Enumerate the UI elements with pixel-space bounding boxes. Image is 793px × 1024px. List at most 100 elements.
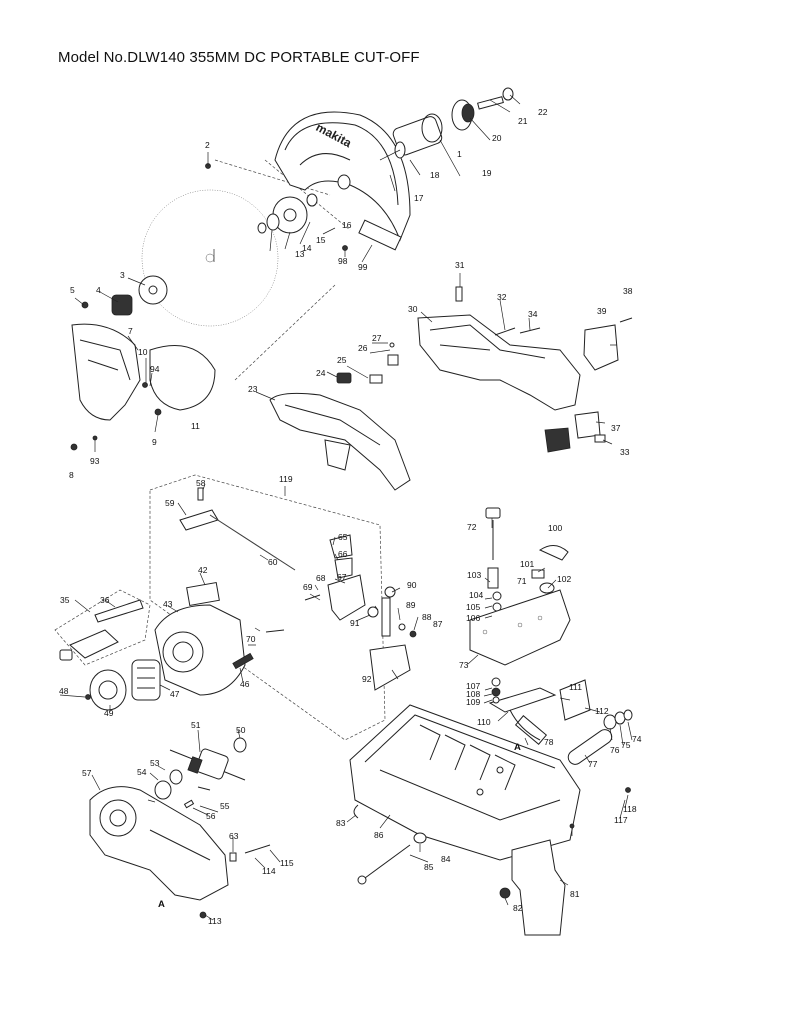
callout-115: 115	[280, 858, 294, 868]
callout-a-gear: A	[158, 899, 165, 910]
callout-75: 75	[621, 740, 631, 750]
callout-54: 54	[137, 767, 147, 777]
callout-93: 93	[90, 456, 100, 466]
callout-88: 88	[422, 612, 432, 622]
callout-4: 4	[96, 285, 101, 295]
callout-43: 43	[163, 599, 173, 609]
callout-35: 35	[60, 595, 70, 605]
callout-82: 82	[513, 903, 523, 913]
shaft-lock-parts	[179, 487, 417, 691]
callout-92: 92	[362, 674, 372, 684]
callout-37: 37	[611, 423, 621, 433]
callout-68: 68	[316, 573, 326, 583]
callout-24: 24	[316, 368, 326, 378]
leader-lines	[59, 94, 633, 921]
callout-74: 74	[632, 734, 642, 744]
callout-33: 33	[620, 447, 630, 457]
callout-51: 51	[191, 720, 201, 730]
callout-55: 55	[220, 801, 230, 811]
callout-30: 30	[408, 304, 418, 314]
callout-42: 42	[198, 565, 208, 575]
callout-90: 90	[407, 580, 417, 590]
brush-set	[54, 589, 151, 666]
callout-9: 9	[152, 437, 157, 447]
callout-26: 26	[358, 343, 368, 353]
callout-20: 20	[492, 133, 502, 143]
callout-46: 46	[240, 679, 250, 689]
callout-48: 48	[59, 686, 69, 696]
callout-39: 39	[597, 306, 607, 316]
callout-25: 25	[337, 355, 347, 365]
callout-36: 36	[100, 595, 110, 605]
callout-a-base: A	[514, 742, 521, 753]
model-title: Model No.DLW140 355MM DC PORTABLE CUT-OF…	[58, 49, 420, 66]
motor-housing	[85, 581, 285, 711]
callout-47: 47	[170, 689, 180, 699]
callout-84: 84	[441, 854, 451, 864]
callout-69: 69	[303, 582, 313, 592]
callout-117: 117	[614, 815, 628, 825]
callout-87: 87	[433, 619, 443, 629]
callout-113: 113	[208, 916, 222, 926]
callout-81: 81	[570, 889, 580, 899]
callout-50: 50	[236, 725, 246, 735]
callout-94: 94	[150, 364, 160, 374]
callout-59: 59	[165, 498, 175, 508]
callout-10: 10	[138, 347, 148, 357]
callout-8: 8	[69, 470, 74, 480]
callout-17: 17	[414, 193, 424, 203]
callout-22: 22	[538, 107, 548, 117]
handle-set	[417, 286, 633, 453]
callout-53: 53	[150, 758, 160, 768]
callout-15: 15	[316, 235, 326, 245]
callout-72: 72	[467, 522, 477, 532]
saw-blade	[141, 189, 279, 327]
callout-34: 34	[528, 309, 538, 319]
callout-118: 118	[623, 804, 637, 814]
callout-60: 60	[268, 557, 278, 567]
callout-65: 65	[338, 532, 348, 542]
callout-71: 71	[517, 576, 527, 586]
callout-100: 100	[548, 523, 562, 533]
callout-107: 107	[466, 681, 480, 691]
callout-27: 27	[372, 333, 382, 343]
callout-63: 63	[229, 831, 239, 841]
callout-31: 31	[455, 260, 465, 270]
callout-67: 67	[337, 572, 347, 582]
callout-70: 70	[246, 634, 256, 644]
callout-19: 19	[482, 168, 492, 178]
callout-101: 101	[520, 559, 534, 569]
callout-108: 108	[466, 689, 480, 699]
base	[349, 704, 581, 861]
callout-labels: 1 2 3 4 5 7 8 9 10 11 13 14 15 16 17 18 …	[59, 107, 642, 926]
armature	[154, 737, 247, 809]
callout-91: 91	[350, 618, 360, 628]
callout-7: 7	[128, 326, 133, 336]
assembly-lines-top	[214, 159, 351, 381]
callout-1: 1	[457, 149, 462, 159]
callout-98: 98	[338, 256, 348, 266]
callout-5: 5	[70, 285, 75, 295]
grip-23	[269, 392, 411, 491]
callout-2: 2	[205, 140, 210, 150]
callout-78: 78	[544, 737, 554, 747]
callout-111: 111	[569, 682, 582, 692]
callout-85: 85	[424, 862, 434, 872]
callout-32: 32	[497, 292, 507, 302]
callout-38: 38	[623, 286, 633, 296]
callout-16: 16	[342, 220, 352, 230]
callout-110: 110	[477, 717, 491, 727]
bearing-assembly	[392, 87, 514, 159]
callout-89: 89	[406, 600, 416, 610]
callout-66: 66	[338, 549, 348, 559]
callout-49: 49	[104, 708, 114, 718]
callout-104: 104	[469, 590, 483, 600]
callout-109: 109	[466, 697, 480, 707]
callout-99: 99	[358, 262, 368, 272]
callout-83: 83	[336, 818, 346, 828]
callout-14: 14	[302, 243, 312, 253]
callout-102: 102	[557, 574, 571, 584]
callout-114: 114	[262, 866, 276, 876]
